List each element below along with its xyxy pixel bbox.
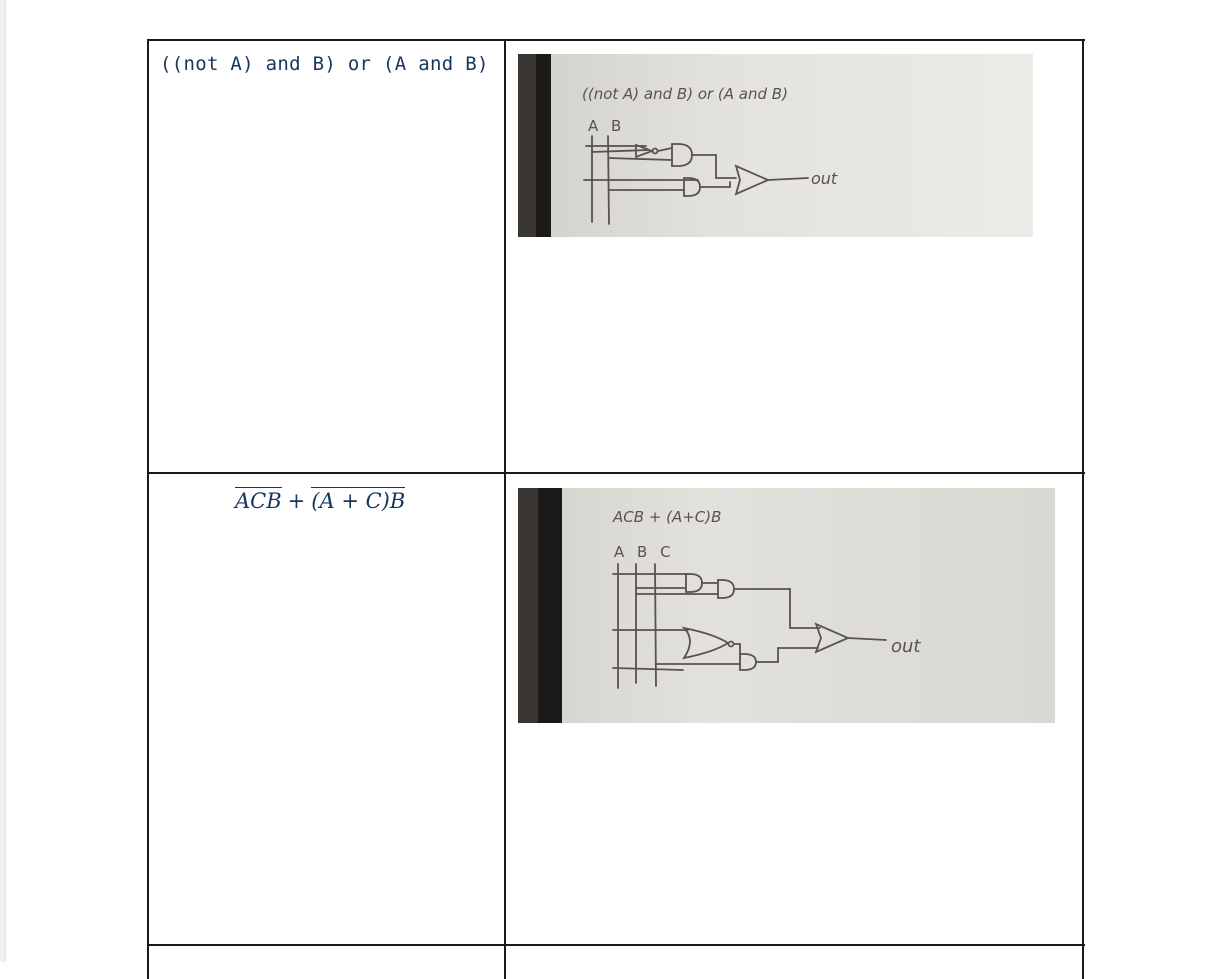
handwritten-inputs: A B [588, 117, 625, 135]
handwritten-inputs: A B C [614, 543, 675, 561]
table-column-divider [504, 39, 506, 979]
circuit-diagram-photo: ACB + (A+C)B A B C out [518, 488, 1055, 723]
grouped-term: (A + C) [311, 489, 390, 513]
table-border-right [1082, 39, 1084, 979]
handwritten-output-label: out [891, 636, 921, 657]
table-row-divider [147, 472, 1085, 474]
overlined-term: ACB [235, 487, 282, 513]
page-left-edge [0, 0, 6, 962]
expression-table: ((not A) and B) or (A and B) ((not A) an… [147, 39, 1085, 979]
handwritten-output-label: out [811, 169, 838, 188]
circuit-diagram-photo: ((not A) and B) or (A and B) A B out [518, 54, 1033, 237]
handwritten-title: ACB + (A+C)B [612, 508, 721, 526]
circuit-diagram-icon: ((not A) and B) or (A and B) A B out [518, 54, 1033, 237]
handwritten-title: ((not A) and B) or (A and B) [582, 85, 788, 103]
term-suffix: B [389, 489, 406, 513]
table-row-divider [147, 944, 1085, 946]
boolean-expression-math: ACB+(A + C)B [235, 487, 406, 513]
plus-operator: + [287, 489, 306, 513]
boolean-expression-code: ((not A) and B) or (A and B) [160, 53, 489, 75]
table-border-top [147, 39, 1085, 41]
circuit-diagram-icon: ACB + (A+C)B A B C out [518, 488, 1055, 723]
overlined-term: (A + C)B [311, 487, 406, 513]
table-border-left [147, 39, 149, 979]
